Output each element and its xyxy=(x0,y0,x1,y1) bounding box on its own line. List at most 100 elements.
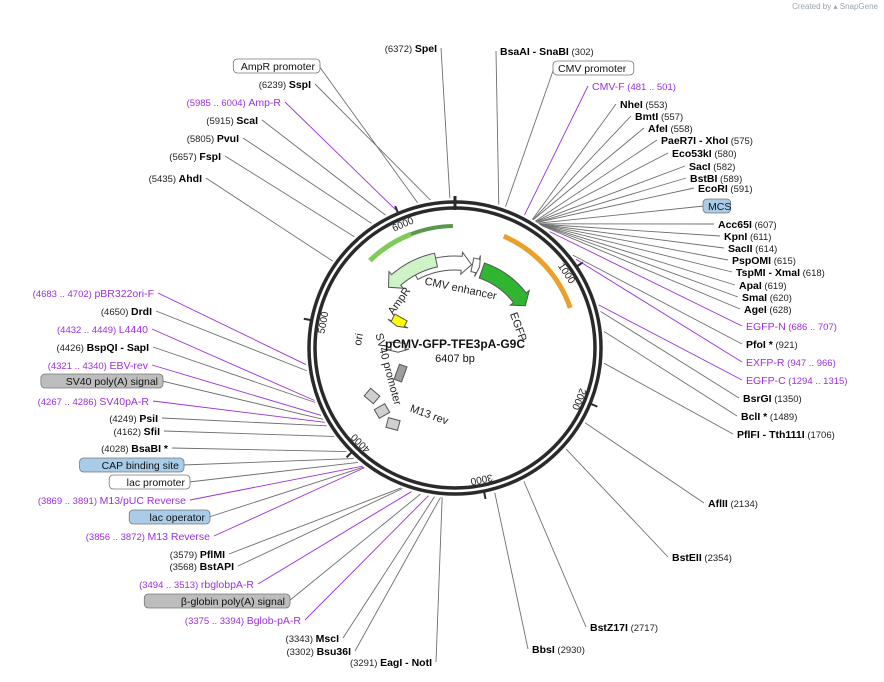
cut-position: (5657) xyxy=(169,152,199,163)
enzyme-name: - XhoI xyxy=(696,135,728,147)
leader-line xyxy=(536,177,687,223)
enzyme-name: AgeI xyxy=(744,304,767,316)
leader-line xyxy=(532,115,632,221)
leader-line xyxy=(523,481,587,628)
tick-mark xyxy=(394,205,400,214)
feature-small-box xyxy=(385,417,401,431)
map-label-text: β-globin poly(A) signal xyxy=(181,596,285,608)
enzyme-name: BsaAI xyxy=(500,46,530,58)
enzyme-name: SpeI xyxy=(415,43,437,55)
map-label-left-23: (3579) PflMI xyxy=(170,487,402,561)
leader-line xyxy=(435,497,443,663)
map-label-text: SV40 poly(A) signal xyxy=(66,376,158,388)
leader-line xyxy=(151,364,322,416)
feature-box-name: MCS xyxy=(708,201,731,213)
map-label-left-17: (4028) BsaBI * xyxy=(101,443,347,455)
leader-line xyxy=(535,152,669,223)
map-label-right-22: EXFP-R (947 .. 966) xyxy=(575,258,836,369)
map-label-text: (3579) PflMI xyxy=(170,549,225,561)
primer-name: SV40pA-R xyxy=(99,396,149,408)
map-label-text: EGFP-N (686 .. 707) xyxy=(746,321,837,333)
map-label-left-6: (5657) FspI xyxy=(169,151,355,238)
map-label-text: BclI * (1489) xyxy=(741,411,797,423)
feature-label: AmpR xyxy=(386,285,413,317)
cut-position: (6239) xyxy=(259,80,289,91)
enzyme-name: PspOMI xyxy=(732,255,771,267)
map-label-right-9: BstBI (589) xyxy=(536,173,742,223)
map-label-right-5: AfeI (558) xyxy=(532,123,693,221)
primer-range: (1294 .. 1315) xyxy=(786,376,848,387)
primer-name: CMV-F xyxy=(592,81,625,93)
enzyme-name: PsiI xyxy=(139,413,158,425)
primer-range: (481 .. 501) xyxy=(625,82,676,93)
leader-line xyxy=(572,254,743,345)
leader-line xyxy=(584,422,705,504)
ampr-outer-arc xyxy=(410,224,454,237)
feature-box-bg xyxy=(552,60,635,76)
map-label-left-0: (6372) SpeI xyxy=(385,43,451,199)
primer-name: EGFP-C xyxy=(746,375,786,387)
map-label-left-5: (5805) PvuI xyxy=(187,133,372,224)
enzyme-name: - Tth111I xyxy=(760,429,805,441)
enzyme-name: KpnI xyxy=(724,231,747,243)
enzyme-name: DrdI xyxy=(131,306,152,318)
feature-box-name: β-globin poly(A) signal xyxy=(181,596,285,608)
map-label-text: (5657) FspI xyxy=(169,151,221,163)
leader-line xyxy=(603,331,738,417)
map-label-right-6: PaeR7I - XhoI (575) xyxy=(534,135,753,222)
credit-brand: SnapGene xyxy=(839,2,878,11)
leader-line xyxy=(534,139,658,222)
map-label-left-20: (3869 .. 3891) M13/pUC Reverse xyxy=(38,465,363,507)
map-label-text: (4321 .. 4340) EBV-rev xyxy=(48,360,149,372)
leader-line xyxy=(257,491,412,585)
map-label-text: PspOMI (615) xyxy=(732,255,796,267)
primer-range: (3375 .. 3394) xyxy=(185,616,247,627)
map-label-text: lac promoter xyxy=(127,477,186,489)
map-label-text: EGFP-C (1294 .. 1315) xyxy=(746,375,847,387)
map-label-left-30: (3291) EagI - NotI xyxy=(350,497,443,669)
map-label-text: AfeI (558) xyxy=(648,123,693,135)
map-label-text: (4432 .. 4449) L4440 xyxy=(57,324,148,336)
primer-name: M13/pUC Reverse xyxy=(100,495,187,507)
cut-position: (558) xyxy=(668,124,693,135)
map-label-left-18: CAP binding site xyxy=(79,457,354,473)
primer-range: (686 .. 707) xyxy=(786,322,837,333)
map-label-text: (3291) EagI - NotI xyxy=(350,657,432,669)
leader-line xyxy=(157,292,307,365)
map-label-text: AgeI (628) xyxy=(744,304,792,316)
map-label-text: BbsI (2930) xyxy=(532,644,585,656)
cut-position: (4028) xyxy=(101,444,131,455)
feature-small-box xyxy=(363,387,381,405)
feature-box-name: CMV promoter xyxy=(558,63,627,75)
cut-position: (1489) xyxy=(767,412,797,423)
map-label-text: SacII (614) xyxy=(728,243,777,255)
leader-line xyxy=(342,496,435,639)
tick-mark xyxy=(345,450,353,459)
leader-line xyxy=(188,462,359,483)
enzyme-name: PvuI xyxy=(217,133,239,145)
map-label-text: (3869 .. 3891) M13/pUC Reverse xyxy=(38,495,186,507)
map-label-text: (4249) PsiI xyxy=(109,413,158,425)
enzyme-name: BstAPI xyxy=(200,561,235,573)
map-label-text: Eco53kI (580) xyxy=(672,148,737,160)
feature-box-name: SV40 poly(A) signal xyxy=(66,376,158,388)
map-label-right-17: ApaI (619) xyxy=(540,224,787,292)
leader-line xyxy=(535,165,686,223)
enzyme-name: BclI * xyxy=(741,411,768,423)
leader-line xyxy=(539,223,721,237)
feature-box-name: AmpR promoter xyxy=(241,61,316,73)
leader-line xyxy=(224,155,355,238)
map-label-text: SacI (582) xyxy=(689,161,735,173)
cut-position: (4426) xyxy=(56,343,86,354)
map-label-left-9: (4650) DrdI xyxy=(101,306,307,372)
map-label-right-30: BbsI (2930) xyxy=(494,492,585,656)
feature-m13-rev-box xyxy=(393,363,408,383)
enzyme-name: - NotI xyxy=(402,657,432,669)
primer-range: (4267 .. 4286) xyxy=(38,397,100,408)
map-label-text: CMV-F (481 .. 501) xyxy=(592,81,676,93)
feature-sv40-promoter xyxy=(386,341,410,353)
feature-ori xyxy=(387,313,409,329)
leader-line xyxy=(288,493,421,602)
leader-line xyxy=(495,50,500,205)
enzyme-name: AflII xyxy=(708,498,728,510)
